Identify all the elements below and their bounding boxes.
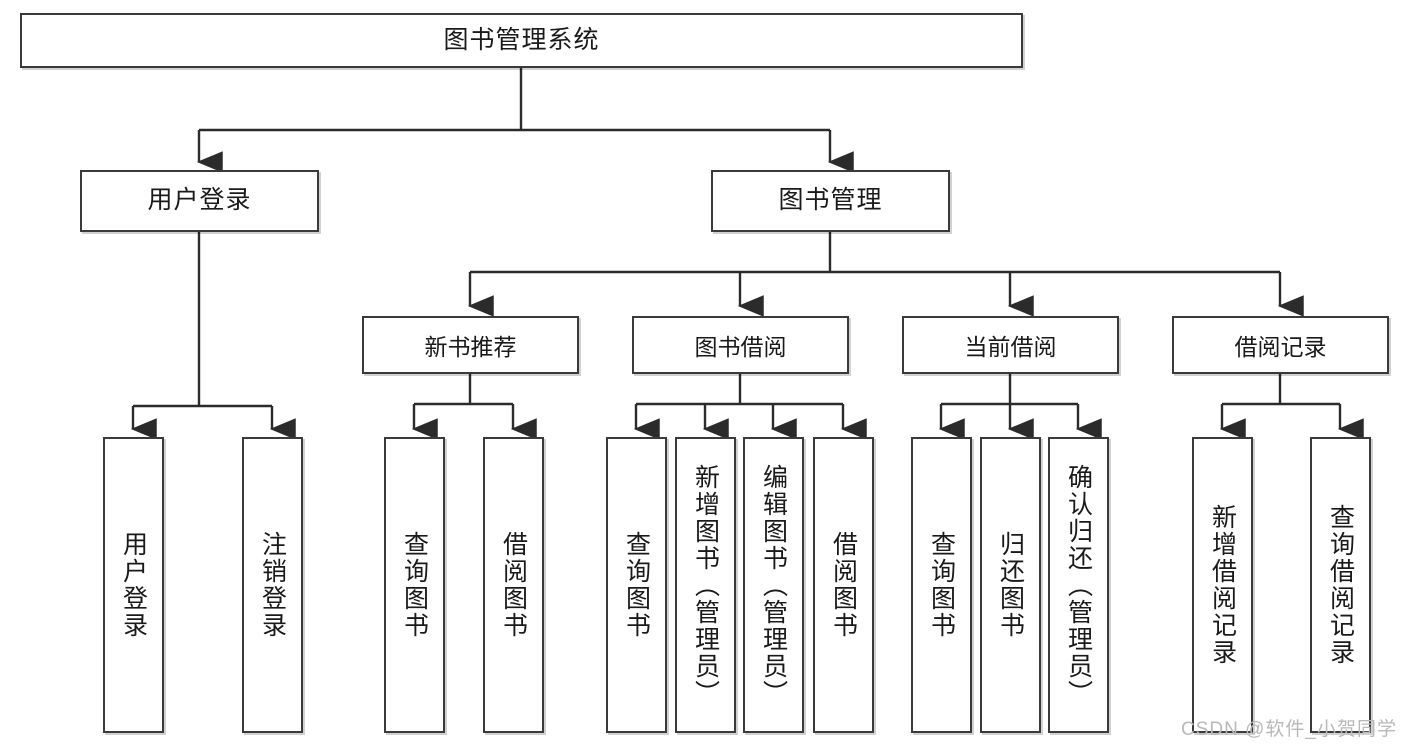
node-user-login-label: 用户登录 [147, 186, 252, 215]
leaf-logout-label: 注销登录 [258, 531, 287, 639]
leaf-user-login[interactable]: 用户登录 [103, 437, 164, 733]
node-book-borrow[interactable]: 图书借阅 [632, 316, 849, 374]
node-user-login[interactable]: 用户登录 [80, 170, 319, 232]
node-root[interactable]: 图书管理系统 [20, 13, 1023, 68]
leaf-borrow-book[interactable]: 借阅图书 [813, 437, 874, 733]
leaf-query-book-recommend-label: 查询图书 [400, 531, 429, 639]
leaf-return-book[interactable]: 归还图书 [980, 437, 1041, 733]
node-book-management[interactable]: 图书管理 [711, 170, 950, 232]
csdn-watermark: CSDN @软件_小贺同学 [1181, 719, 1397, 740]
leaf-query-book-current-label: 查询图书 [927, 531, 956, 639]
node-current-borrow[interactable]: 当前借阅 [902, 316, 1119, 374]
node-borrow-record-label: 借阅记录 [1234, 334, 1327, 360]
leaf-user-login-label: 用户登录 [119, 531, 148, 639]
node-borrow-record[interactable]: 借阅记录 [1172, 316, 1389, 374]
leaf-query-book-borrow-label: 查询图书 [622, 531, 651, 639]
leaf-logout[interactable]: 注销登录 [242, 437, 303, 733]
leaf-return-book-label: 归还图书 [996, 531, 1025, 639]
leaf-query-borrow-record-label: 查询借阅记录 [1326, 504, 1355, 666]
leaf-borrow-book-label: 借阅图书 [829, 531, 858, 639]
node-new-book-recommend-label: 新书推荐 [424, 334, 517, 360]
leaf-add-borrow-record-label: 新增借阅记录 [1208, 504, 1237, 666]
leaf-query-borrow-record[interactable]: 查询借阅记录 [1310, 437, 1371, 733]
node-current-borrow-label: 当前借阅 [964, 334, 1057, 360]
node-root-label: 图书管理系统 [443, 25, 600, 54]
node-book-borrow-label: 图书借阅 [694, 334, 787, 360]
leaf-edit-book-admin-label: 编辑图书（管理员） [759, 463, 788, 707]
leaf-edit-book-admin[interactable]: 编辑图书（管理员） [743, 437, 804, 733]
node-book-management-label: 图书管理 [778, 186, 883, 215]
leaf-query-book-current[interactable]: 查询图书 [911, 437, 972, 733]
leaf-confirm-return-admin-label: 确认归还（管理员） [1064, 463, 1093, 707]
leaf-query-book-borrow[interactable]: 查询图书 [606, 437, 667, 733]
leaf-add-book-admin[interactable]: 新增图书（管理员） [675, 437, 736, 733]
node-new-book-recommend[interactable]: 新书推荐 [362, 316, 579, 374]
leaf-confirm-return-admin[interactable]: 确认归还（管理员） [1048, 437, 1109, 733]
leaf-borrow-book-recommend[interactable]: 借阅图书 [483, 437, 544, 733]
leaf-borrow-book-recommend-label: 借阅图书 [499, 531, 528, 639]
leaf-add-borrow-record[interactable]: 新增借阅记录 [1192, 437, 1253, 733]
leaf-query-book-recommend[interactable]: 查询图书 [384, 437, 445, 733]
leaf-add-book-admin-label: 新增图书（管理员） [691, 463, 720, 707]
